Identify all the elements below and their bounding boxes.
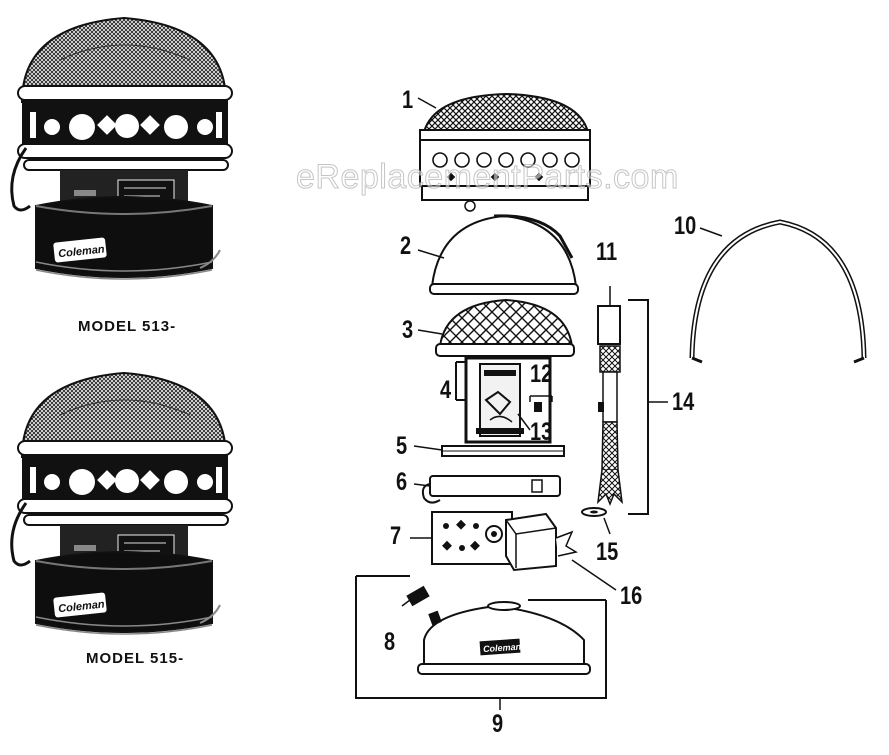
callout-11: 11 [596,238,618,266]
callout-2: 2 [400,232,412,260]
part-3-inner-mesh [435,298,575,357]
model-label-515: MODEL 515- [86,650,185,667]
part-14-generator-tube [596,299,668,515]
part-8-fuel-cap [401,585,430,607]
heater-illustration-515 [10,371,234,636]
part-16-valve [505,512,617,591]
callout-4: 4 [440,376,452,404]
part-6-tray [413,475,561,504]
callout-6: 6 [396,468,408,496]
part-7-frame [410,511,513,565]
callout-14: 14 [672,388,695,416]
callout-9: 9 [492,710,504,738]
part-9-fuel-tank: Coleman [355,575,607,710]
callout-7: 7 [390,522,402,550]
part-11-generator-cap [597,286,621,345]
part-10-bail [689,219,867,364]
part-5-plate [413,445,565,457]
part-15-washer [581,507,611,535]
tank-brand-label: Coleman [483,642,522,655]
callout-15: 15 [596,538,619,566]
callout-12: 12 [530,360,553,388]
callout-3: 3 [402,316,414,344]
part-2-reflector [429,214,579,295]
part-1-mesh-top [419,92,591,212]
heater-illustration-513 [10,16,234,281]
watermark-text: eReplacementParts.com [296,158,679,197]
callout-8: 8 [384,628,396,656]
part-4-burner-assembly [455,356,553,444]
callout-10: 10 [674,212,697,240]
callout-5: 5 [396,432,408,460]
callout-16: 16 [620,582,643,610]
model-label-513: MODEL 513- [78,318,177,335]
callout-leaders [417,97,445,335]
callout-1: 1 [402,86,414,114]
callout-13: 13 [530,418,553,446]
